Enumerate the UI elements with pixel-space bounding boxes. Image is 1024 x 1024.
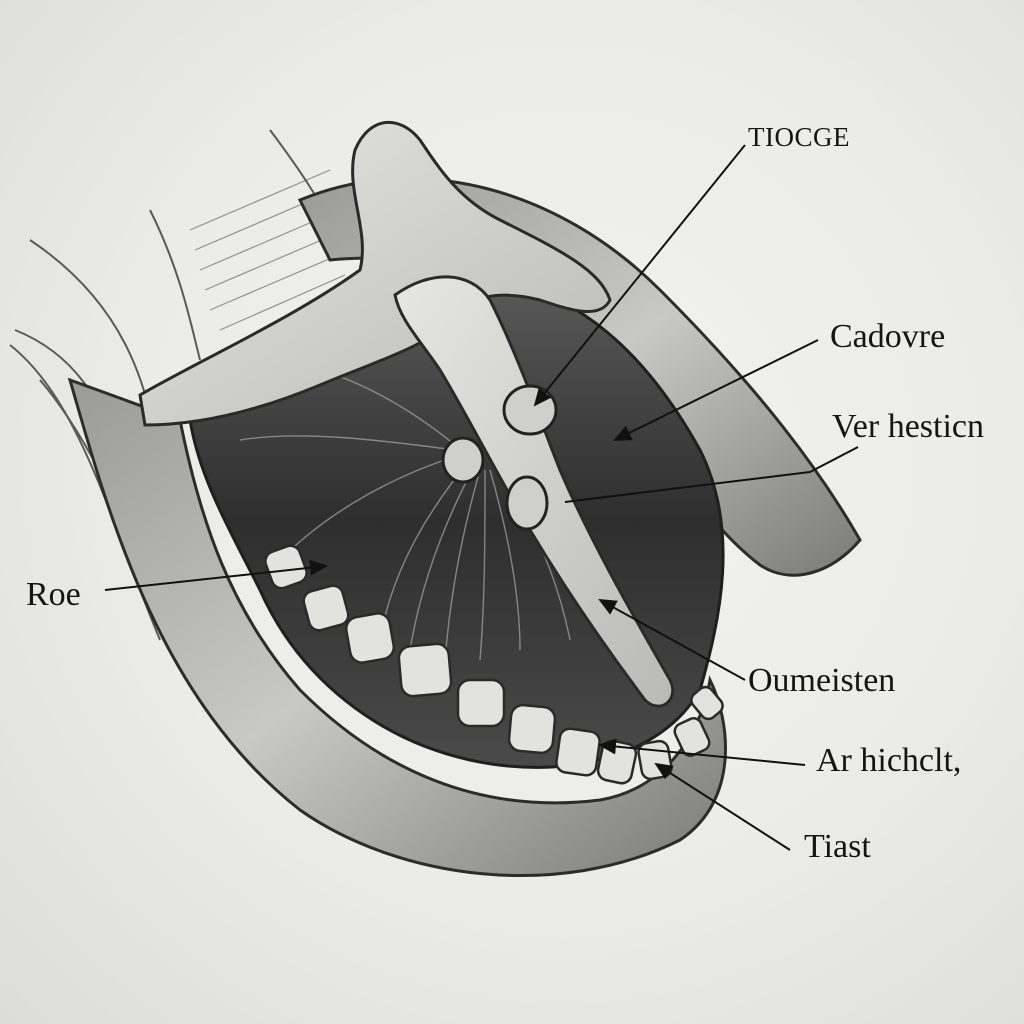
leader-left xyxy=(104,559,328,591)
label-cadovre: Cadovre xyxy=(830,318,946,355)
leader-right-5 xyxy=(654,762,791,851)
leader-right-4 xyxy=(598,738,806,766)
label-tiocge: TIOCGE xyxy=(748,122,850,152)
bone-foramina xyxy=(441,384,558,531)
leader-lines xyxy=(104,144,859,851)
label-ar-hichclt: Ar hichclt, xyxy=(816,742,962,779)
upper-bone xyxy=(138,120,612,427)
lower-teeth xyxy=(264,544,724,785)
label-tiast: Tiast xyxy=(804,828,871,865)
label-ver-hesticn: Ver hesticn xyxy=(832,408,985,445)
leader-right-1 xyxy=(613,339,819,441)
label-oumeisten: Oumeisten xyxy=(748,662,896,699)
label-roe: Roe xyxy=(26,576,81,613)
leader-right-2b xyxy=(564,471,811,503)
leader-right-2 xyxy=(809,446,859,473)
leader-right-3 xyxy=(598,599,746,681)
leader-top xyxy=(533,144,746,407)
